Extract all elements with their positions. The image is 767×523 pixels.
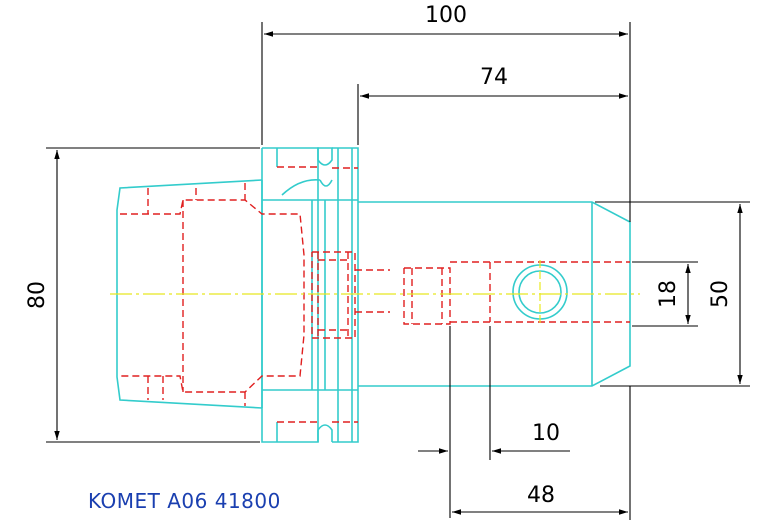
dim-label-48: 48 <box>527 483 555 508</box>
dimension-lines <box>46 22 750 520</box>
flange-groove <box>317 147 333 442</box>
dim-label-18: 18 <box>656 280 681 308</box>
drive-ring-outline <box>332 147 359 443</box>
dim-label-50: 50 <box>708 280 733 308</box>
flange-outline <box>261 147 319 443</box>
dim-label-74: 74 <box>480 65 508 90</box>
dim-label-80: 80 <box>25 281 50 309</box>
part-caption: KOMET A06 41800 <box>88 489 281 513</box>
dim-label-10: 10 <box>532 421 560 446</box>
shank-outline <box>358 201 631 387</box>
part-outline <box>116 147 631 443</box>
dim-label-100: 100 <box>425 3 467 28</box>
